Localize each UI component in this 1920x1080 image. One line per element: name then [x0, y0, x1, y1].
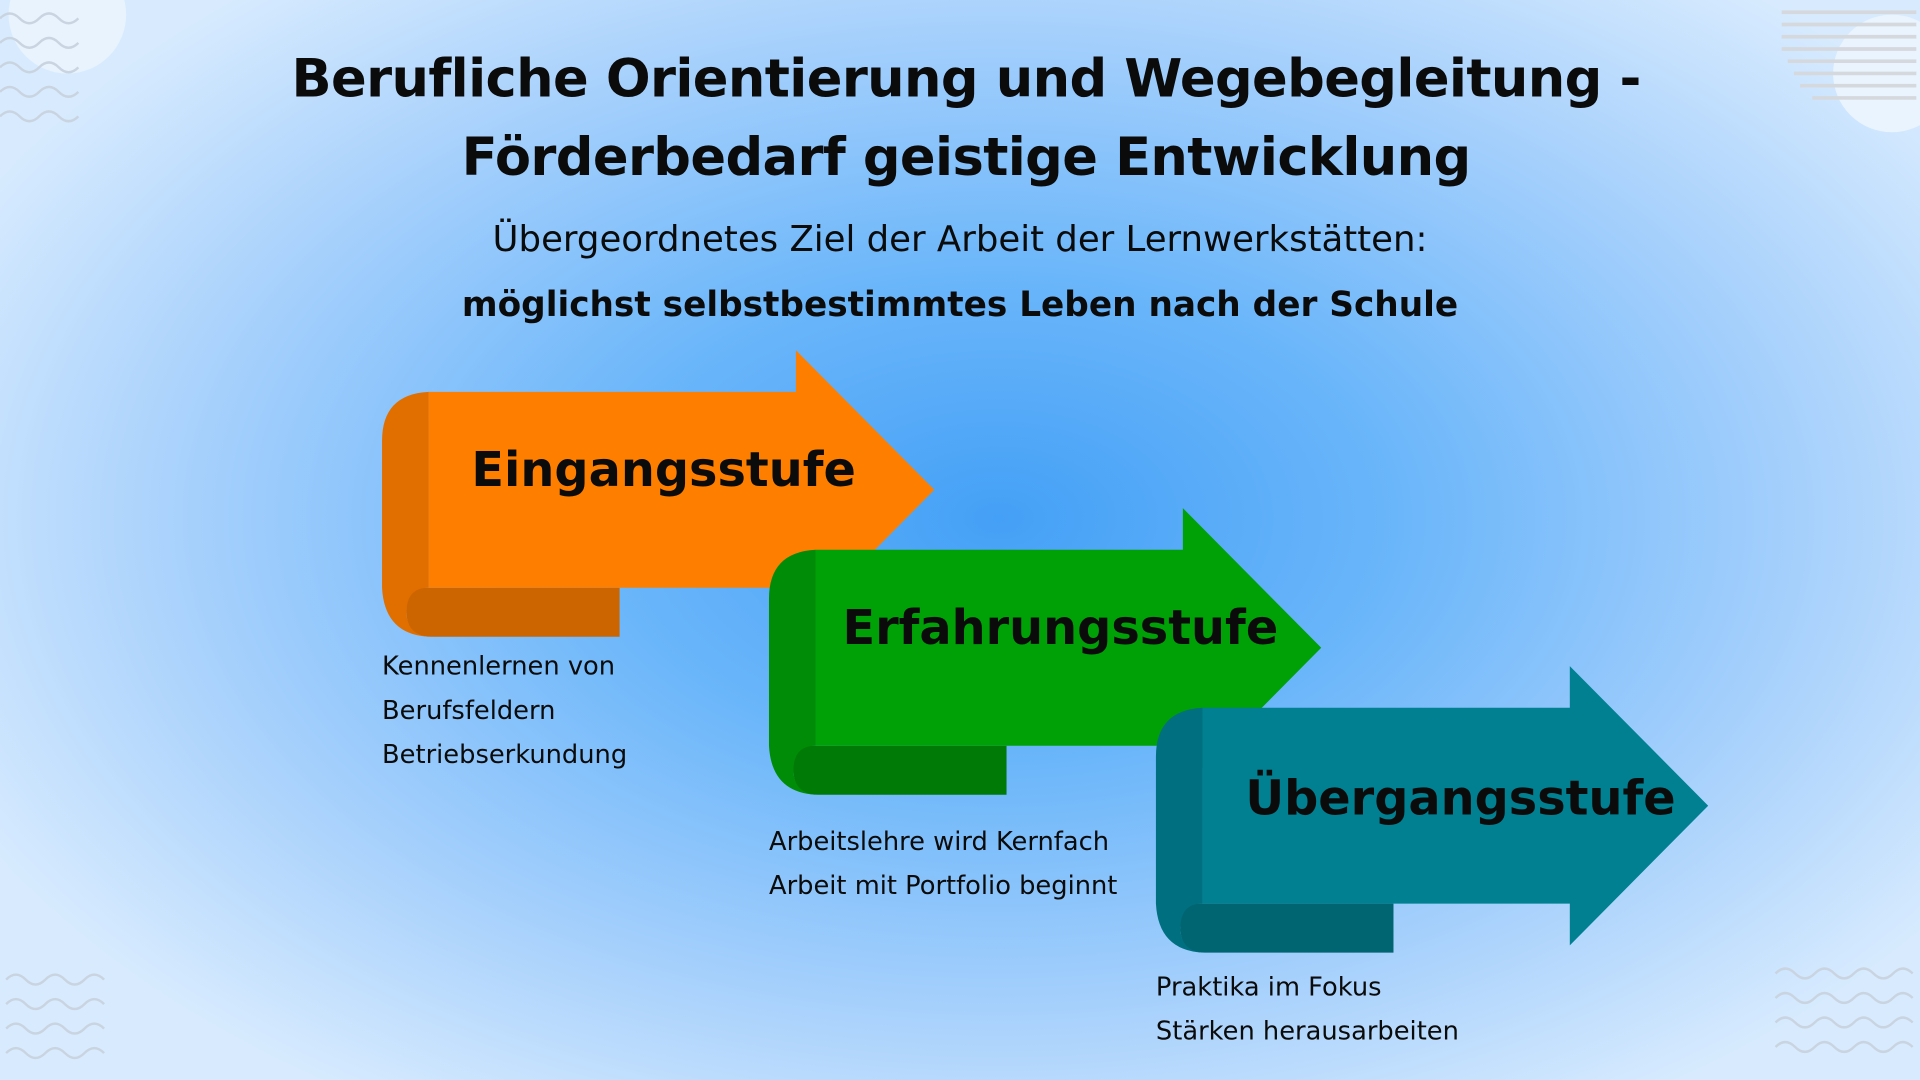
list-item: Arbeit mit Portfolio beginnt: [768, 870, 1118, 901]
list-item: Betriebserkundung: [382, 739, 628, 769]
list-item: Praktika im Fokus: [1155, 972, 1382, 1002]
subtitle: Übergeordnetes Ziel der Arbeit der Lernw…: [492, 217, 1428, 260]
stage-description: Arbeitslehre wird Kernfach Arbeit mit Po…: [769, 819, 1117, 907]
list-item: Berufsfeldern: [382, 695, 556, 725]
title-line-1: Berufliche Orientierung und Wegebegleitu…: [291, 48, 1642, 111]
stage-label: Übergangsstufe: [1245, 771, 1676, 827]
list-item: Kennenlernen von: [382, 651, 616, 681]
stripes-decoration: [1781, 10, 1917, 100]
stage-description: Kennenlernen von Berufsfeldern Betriebse…: [382, 644, 627, 776]
stage-description: Praktika im Fokus Stärken herausarbeiten: [1156, 965, 1459, 1053]
stage-label: Eingangsstufe: [471, 443, 856, 499]
title-line-2: Förderbedarf geistige Entwicklung: [461, 127, 1472, 189]
wave-decoration: [0, 12, 1914, 1060]
stage-label: Erfahrungsstufe: [842, 601, 1279, 657]
list-item: Stärken herausarbeiten: [1155, 1016, 1459, 1046]
arrow-uebergangsstufe: [1155, 666, 1709, 953]
list-item: Arbeitslehre wird Kernfach: [768, 826, 1110, 856]
goal: möglichst selbstbestimmtes Leben nach de…: [461, 284, 1459, 325]
